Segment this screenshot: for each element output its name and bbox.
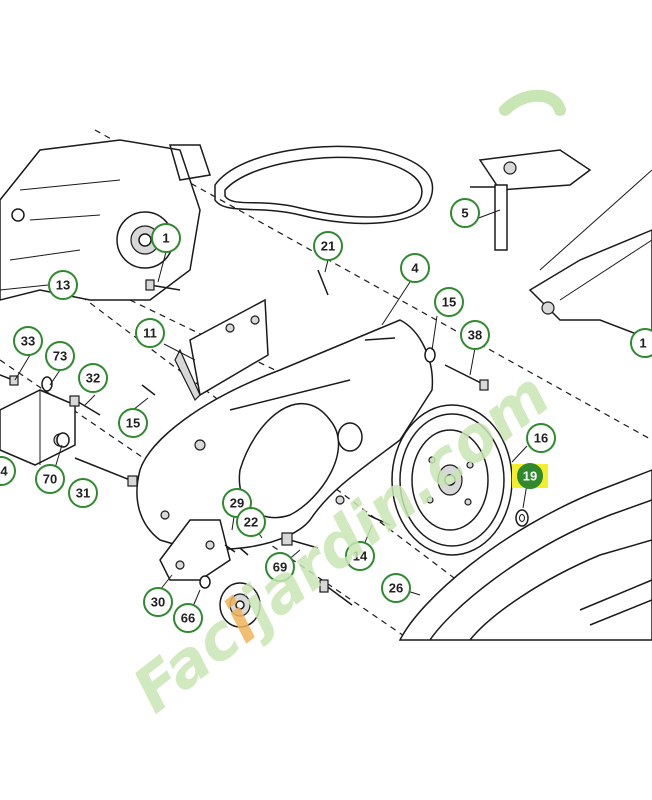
large-pulley-16 — [391, 404, 513, 556]
svg-text:26: 26 — [389, 581, 403, 596]
part-label-13[interactable]: 13 — [48, 270, 78, 300]
svg-text:16: 16 — [534, 431, 548, 446]
part-label-15b[interactable]: 15 — [118, 408, 148, 438]
part-label-4-left[interactable]: 4 — [0, 456, 16, 486]
tension-lever — [159, 519, 231, 581]
part-label-38[interactable]: 38 — [460, 320, 490, 350]
part-label-69[interactable]: 69 — [265, 552, 295, 582]
watermark-swoosh — [499, 89, 566, 116]
svg-text:29: 29 — [230, 496, 244, 511]
svg-text:69: 69 — [273, 560, 287, 575]
belt-guard-26 — [398, 469, 652, 641]
washer-19 — [515, 509, 529, 527]
right-housing — [528, 169, 652, 341]
part-labels: 1 13 21 4 5 15 38 11 33 73 32 15 16 19 7… — [0, 198, 652, 633]
gear-box-block — [0, 389, 76, 466]
svg-text:15: 15 — [442, 295, 456, 310]
svg-text:31: 31 — [76, 486, 90, 501]
part-label-4[interactable]: 4 — [400, 253, 430, 283]
part-label-31[interactable]: 31 — [68, 478, 98, 508]
bracket-11 — [174, 298, 269, 402]
drive-belt — [214, 145, 434, 225]
part-label-30[interactable]: 30 — [143, 587, 173, 617]
part-label-21[interactable]: 21 — [313, 231, 343, 261]
chain-case-cover — [136, 319, 434, 550]
svg-text:66: 66 — [181, 611, 195, 626]
part-label-22[interactable]: 22 — [236, 507, 266, 537]
svg-text:33: 33 — [21, 334, 35, 349]
part-label-73[interactable]: 73 — [45, 341, 75, 371]
svg-text:15: 15 — [126, 416, 140, 431]
svg-text:11: 11 — [143, 326, 157, 341]
mounting-bracket-5 — [470, 149, 592, 251]
svg-text:1: 1 — [639, 336, 646, 351]
svg-text:73: 73 — [53, 349, 67, 364]
svg-text:70: 70 — [43, 472, 57, 487]
fasteners — [0, 269, 489, 606]
part-label-19[interactable]: 19 — [512, 463, 548, 489]
svg-text:21: 21 — [321, 239, 335, 254]
tiller-frame-housing — [0, 139, 211, 301]
part-label-15[interactable]: 15 — [434, 287, 464, 317]
part-label-32[interactable]: 32 — [78, 363, 108, 393]
svg-text:38: 38 — [468, 328, 482, 343]
svg-text:32: 32 — [86, 371, 100, 386]
svg-text:1: 1 — [162, 231, 169, 246]
svg-text:19: 19 — [523, 469, 537, 484]
svg-text:13: 13 — [56, 278, 70, 293]
part-label-1-right[interactable]: 1 — [630, 328, 652, 358]
svg-text:4: 4 — [0, 464, 8, 479]
part-label-14[interactable]: 14 — [345, 541, 375, 571]
part-label-33[interactable]: 33 — [13, 326, 43, 356]
svg-text:4: 4 — [411, 261, 419, 276]
part-label-11[interactable]: 11 — [135, 318, 165, 348]
part-label-16[interactable]: 16 — [526, 423, 556, 453]
svg-text:5: 5 — [461, 206, 468, 221]
part-label-26[interactable]: 26 — [381, 573, 411, 603]
part-label-66[interactable]: 66 — [173, 603, 203, 633]
part-label-70[interactable]: 70 — [35, 464, 65, 494]
small-pulley — [219, 582, 261, 628]
svg-text:14: 14 — [353, 549, 368, 564]
svg-text:22: 22 — [244, 515, 258, 530]
part-label-1[interactable]: 1 — [151, 223, 181, 253]
svg-text:30: 30 — [151, 595, 165, 610]
part-label-5[interactable]: 5 — [450, 198, 480, 228]
